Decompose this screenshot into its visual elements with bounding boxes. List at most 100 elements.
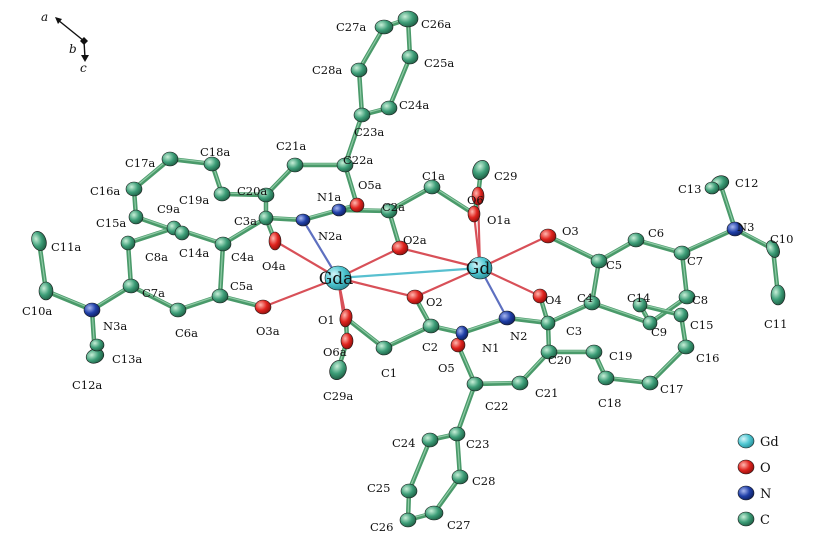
atom-O3a: [254, 299, 272, 315]
atom-label-C8a: C8a: [145, 250, 168, 264]
legend-item-Gd: Gd: [737, 433, 779, 450]
atom-C27: [424, 505, 444, 521]
atom-C21a: [286, 157, 304, 173]
atom-label-C14: C14: [627, 291, 650, 305]
bond-highlight-C9-C4: [591, 301, 651, 323]
atom-label-C20: C20: [548, 353, 571, 367]
atom-label-C17a: C17a: [125, 156, 155, 170]
atom-C10: [766, 240, 780, 258]
atom-label-C16: C16: [696, 351, 719, 365]
bond-C7-N3: [679, 226, 738, 256]
atom-N2a: [295, 213, 311, 227]
atom-label-N3a: N3a: [103, 319, 127, 333]
atom-label-C22: C22: [485, 399, 508, 413]
atom-label-C21: C21: [535, 386, 558, 400]
atom-C4: [583, 295, 601, 311]
atom-label-C2: C2: [422, 340, 438, 354]
axis-c-label: c: [80, 61, 87, 75]
bond-highlight-C3a-C4a: [222, 216, 267, 244]
bond-highlight-C4a-C5a: [219, 242, 224, 296]
atom-label-O4a: O4a: [262, 259, 286, 273]
atom-C16a: [125, 181, 143, 197]
atom-C7a: [122, 278, 140, 294]
atom-O2: [406, 289, 424, 305]
atom-label-C19a: C19a: [179, 193, 209, 207]
atom-label-C22a: C22a: [343, 153, 373, 167]
atom-label-O1: O1: [318, 313, 335, 327]
atom-C9: [642, 315, 658, 331]
atom-O4a: [268, 231, 282, 251]
atom-C28a: [350, 62, 368, 78]
atom-C26a: [397, 10, 419, 28]
atom-C24a: [380, 100, 398, 116]
atom-label-C7a: C7a: [142, 286, 165, 300]
atom-label-C13a: C13a: [112, 352, 142, 366]
atom-label-C3: C3: [566, 324, 582, 338]
atom-label-C25: C25: [367, 481, 390, 495]
legend-swatch-N: [737, 485, 755, 501]
atom-label-C10: C10: [770, 232, 793, 246]
atom-C21: [511, 375, 529, 391]
atom-C26: [399, 512, 417, 528]
atom-C25a: [401, 49, 419, 65]
atom-label-C23: C23: [466, 437, 489, 451]
atom-label-C20a: C20a: [237, 184, 267, 198]
atom-label-C5: C5: [606, 258, 622, 272]
legend-item-N: N: [737, 485, 771, 502]
atom-C19a: [213, 186, 231, 202]
atom-C8: [678, 289, 696, 305]
atom-C24: [421, 432, 439, 448]
atom-O4: [532, 288, 548, 304]
atom-C8a: [120, 235, 136, 251]
atom-label-C13: C13: [678, 182, 701, 196]
atom-label-C1: C1: [381, 366, 397, 380]
atom-C29a: [329, 360, 347, 380]
bond-Gda-O3a: [261, 276, 340, 309]
axis-a-line: [57, 19, 85, 42]
legend-label-C: C: [760, 513, 770, 528]
atom-N1a: [331, 203, 347, 217]
bond-highlight-C7-N3: [681, 227, 736, 253]
atom-O2a: [391, 240, 409, 256]
atom-C11: [770, 284, 786, 306]
legend-item-C: C: [737, 511, 770, 528]
atom-label-C15: C15: [690, 318, 713, 332]
atom-C20a: [257, 187, 275, 203]
atom-C17a: [161, 151, 179, 167]
atom-label-C17: C17: [660, 382, 683, 396]
atom-label-N2: N2: [510, 329, 527, 343]
atoms: [31, 10, 786, 528]
atom-label-Gd: Gd: [466, 259, 491, 279]
atom-label-N2a: N2a: [318, 229, 342, 243]
atom-C5a: [211, 288, 229, 304]
atom-C10a: [38, 281, 54, 301]
atom-label-C5a: C5a: [230, 279, 253, 293]
legend-swatch-C: [737, 511, 755, 527]
bond-C9-C4: [589, 300, 653, 326]
atom-label-C1a: C1a: [422, 169, 445, 183]
atom-label-O3: O3: [562, 224, 579, 238]
bond-C6a-C7a: [128, 283, 181, 313]
atom-label-O5: O5: [438, 361, 455, 375]
legend-label-N: N: [760, 487, 771, 502]
atom-C23: [448, 426, 466, 442]
bond-highlight-C24a-C25a: [388, 55, 411, 108]
atom-label-C21a: C21a: [276, 139, 306, 153]
atom-label-O6: O6: [467, 193, 484, 207]
atom-label-C29: C29: [494, 169, 517, 183]
atom-label-C11a: C11a: [51, 240, 81, 254]
atom-label-O2a: O2a: [403, 233, 427, 247]
atom-label-C11: C11: [764, 317, 787, 331]
atom-C6: [627, 232, 645, 248]
bond-C16-C17: [647, 344, 689, 386]
atom-N2: [498, 310, 516, 326]
atom-C25: [400, 483, 418, 499]
atom-label-C24a: C24a: [399, 98, 429, 112]
bond-C2a-C1a: [386, 184, 435, 214]
atom-C5: [590, 253, 608, 269]
bond-N3a-C10a: [43, 288, 95, 313]
atom-C3a: [258, 210, 274, 226]
bond-highlight-C24-C25: [408, 438, 431, 491]
atom-label-C24: C24: [392, 436, 415, 450]
